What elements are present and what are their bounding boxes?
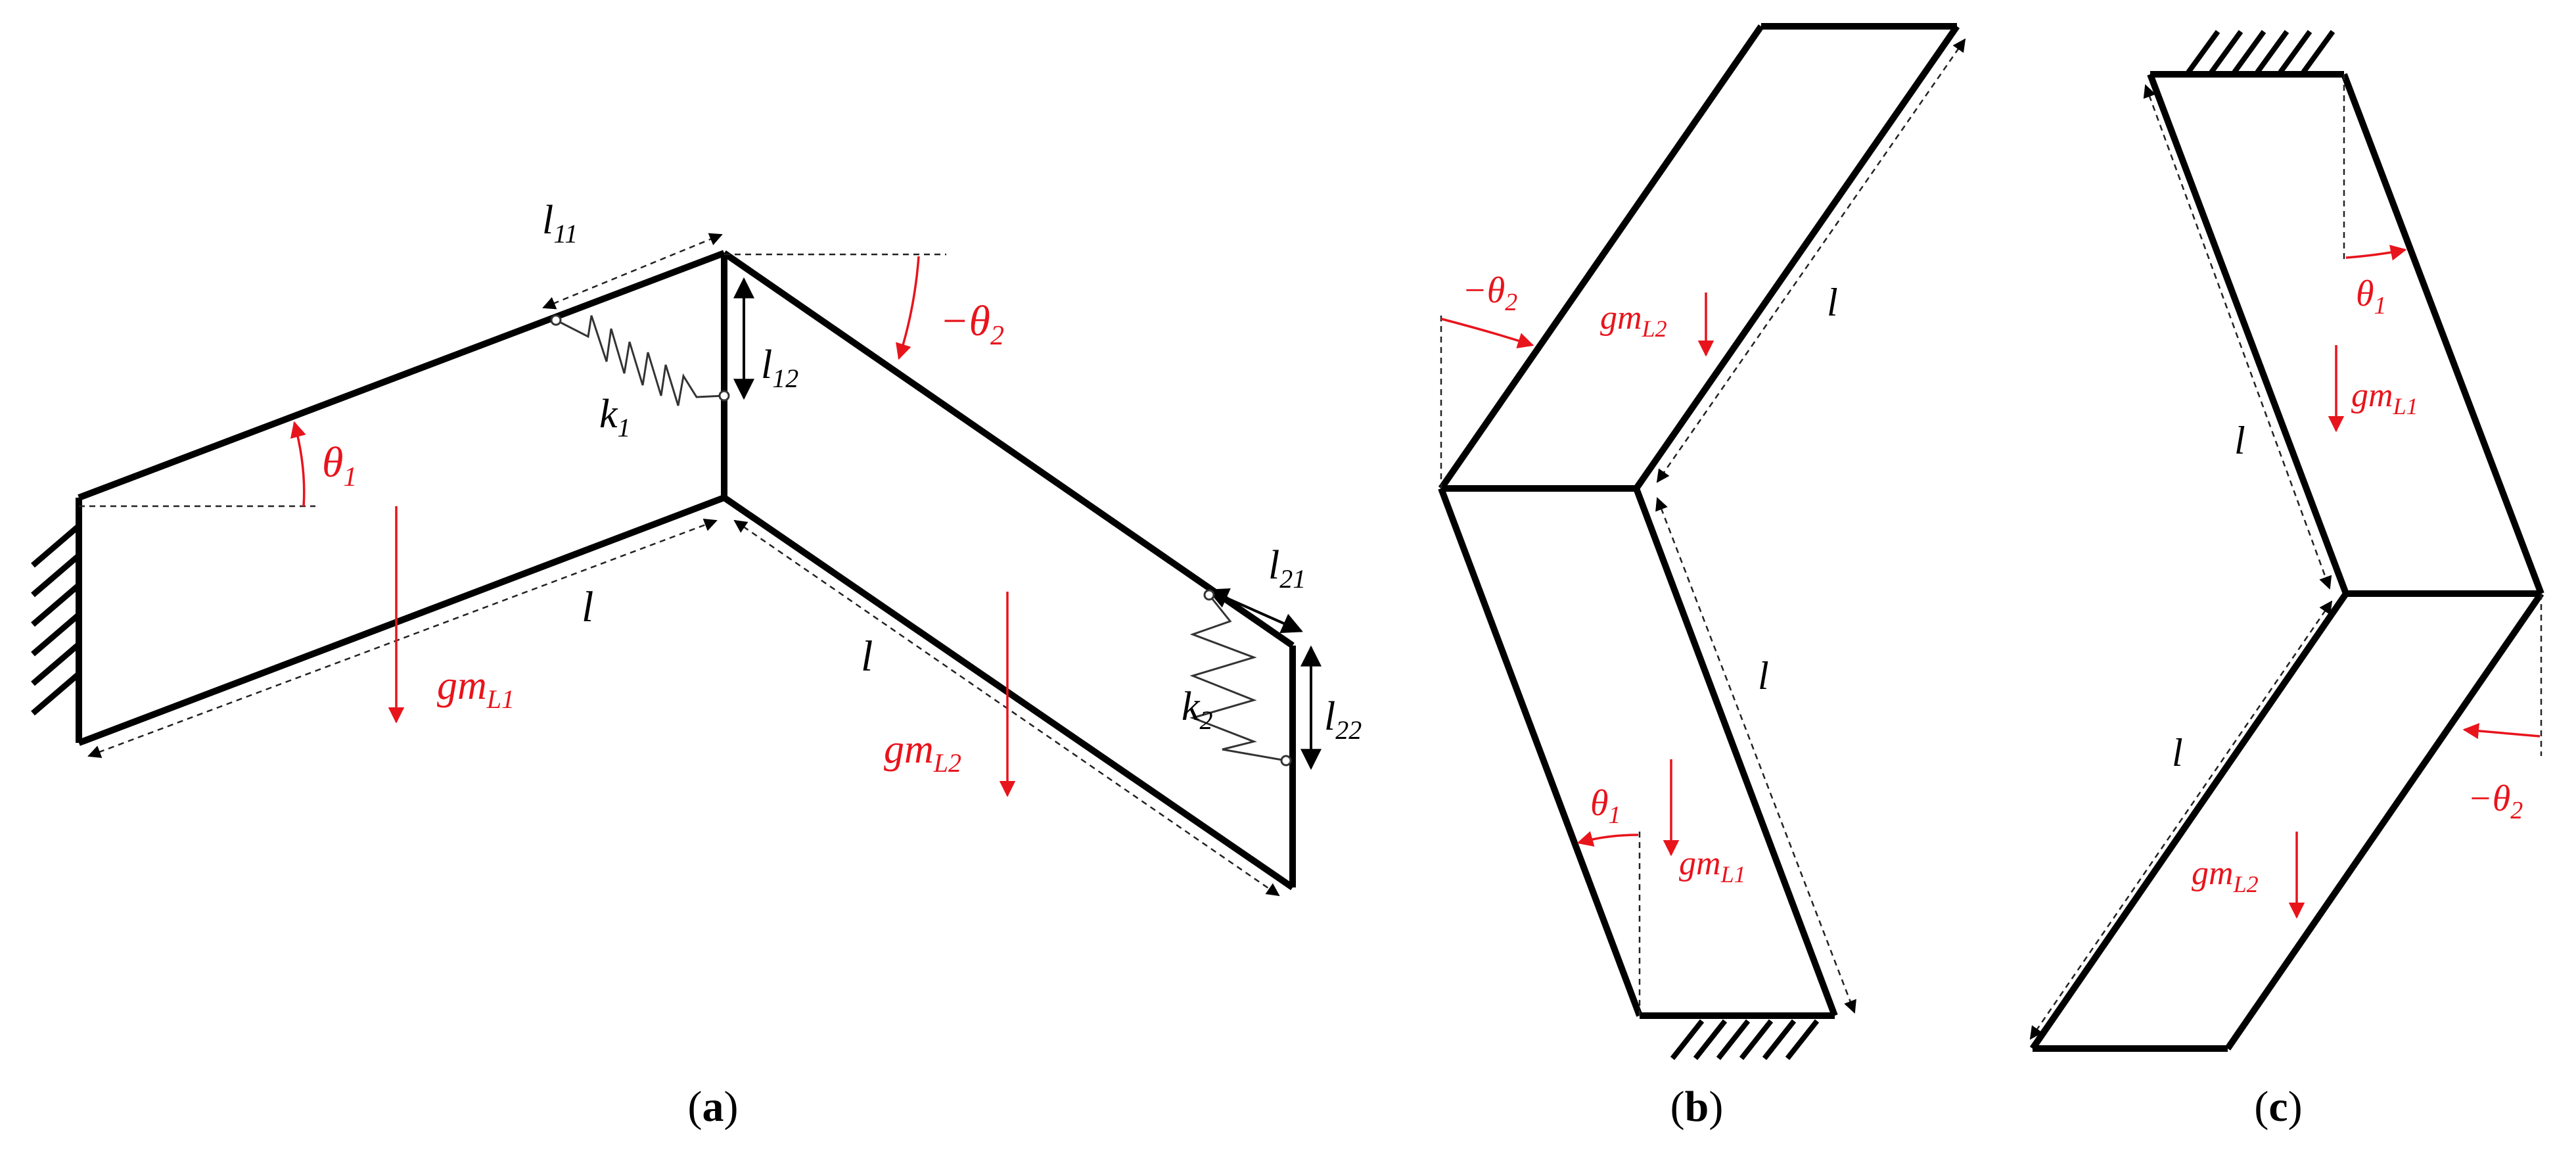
- panel-b: −θ2 gmL2 l l θ1 gmL1 (b): [1438, 23, 1966, 1131]
- panel-c: θ1 gmL1 l l −θ2 gmL2 (c): [2029, 30, 2544, 1131]
- caption-c: (c): [2254, 1083, 2302, 1131]
- reference-lines-c: [2343, 74, 2542, 756]
- dimension-lines-c: [2029, 84, 2333, 1040]
- caption-a: (a): [688, 1083, 739, 1131]
- label-gmL1-a: gmL1: [437, 663, 515, 714]
- label-theta1-c: θ1: [2356, 273, 2387, 319]
- structure-a: [76, 250, 1296, 891]
- label-gmL1-c: gmL1: [2351, 377, 2418, 419]
- label-l-lower-left: l: [582, 583, 593, 631]
- label-theta1-b: θ1: [1590, 783, 1621, 829]
- label-l-lower-right: l: [861, 632, 873, 680]
- label-l-upper-c: l: [2234, 419, 2245, 462]
- reference-lines-b: [1440, 316, 1641, 1016]
- label-l21: l21: [1268, 543, 1306, 594]
- theta2-arc-a: [896, 256, 920, 360]
- red-annotations-b: [1440, 293, 1714, 857]
- theta2-arc-b: [1440, 318, 1534, 348]
- label-theta1-a: θ1: [322, 438, 357, 492]
- label-l11: l11: [542, 198, 578, 248]
- dimension-arrows-solid-a: [733, 277, 1322, 770]
- label-l12: l12: [761, 342, 798, 393]
- label-neg-theta2-b: −θ2: [1462, 270, 1517, 316]
- label-l22: l22: [1324, 694, 1362, 745]
- theta1-arc-b: [1576, 831, 1639, 847]
- label-l-lower-b: l: [1758, 654, 1769, 697]
- dimension-lines-b: [1655, 38, 1966, 1014]
- panel-a: l11 l12 k1 θ1 −θ2 l gmL1 l gmL2 l21 l22 …: [31, 198, 1362, 1131]
- fixed-support-hatch-b: [1670, 1019, 1820, 1060]
- label-k1: k1: [599, 392, 631, 442]
- label-l-lower-c: l: [2172, 731, 2183, 774]
- theta1-arc-a: [290, 421, 306, 507]
- fixed-support-hatch: [31, 523, 81, 716]
- label-k2: k2: [1182, 684, 1213, 735]
- label-neg-theta2-c: −θ2: [2468, 778, 2523, 824]
- red-annotations-c: [2288, 245, 2541, 919]
- spring-k2: [1189, 589, 1292, 767]
- theta2-arc-c: [2462, 722, 2541, 740]
- label-l-upper-b: l: [1827, 281, 1838, 324]
- label-neg-theta2-a: −θ2: [940, 297, 1004, 351]
- fixed-support-hatch-c: [2186, 30, 2335, 74]
- label-gmL2-b: gmL2: [1600, 299, 1667, 342]
- red-annotations-a: [290, 256, 1016, 797]
- reference-lines-a: [79, 253, 946, 508]
- dimension-lines-a: [87, 233, 1280, 897]
- label-gmL2-a: gmL2: [884, 727, 961, 778]
- caption-b: (b): [1670, 1083, 1724, 1131]
- structure-c: [2029, 71, 2544, 1052]
- theta1-arc-c: [2345, 245, 2407, 261]
- spring-k1: [550, 314, 730, 406]
- label-gmL1-b: gmL1: [1679, 845, 1746, 887]
- label-gmL2-c: gmL2: [2192, 855, 2259, 897]
